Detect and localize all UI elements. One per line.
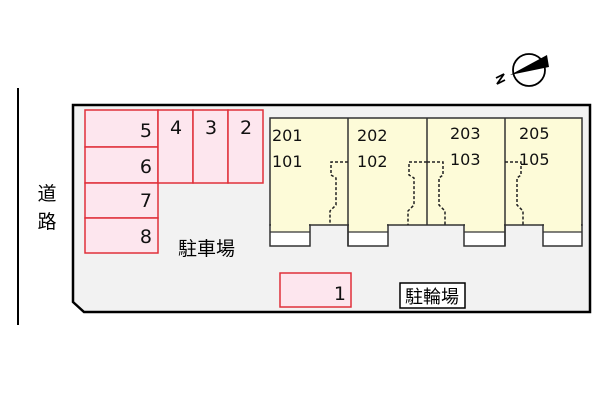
bicycle-parking-label: 駐輪場 — [405, 287, 459, 308]
unit-upper-2: 202 — [357, 126, 388, 145]
north-label — [495, 73, 506, 85]
parking-space-1 — [279, 272, 352, 308]
bicycle-parking-box — [399, 282, 466, 309]
unit-lower-4: 105 — [519, 150, 550, 169]
parking-label-1: 1 — [334, 283, 346, 305]
unit-upper-4: 205 — [519, 124, 550, 143]
parking-label-5: 5 — [140, 120, 152, 142]
unit-lower-1: 101 — [272, 152, 303, 171]
unit-lower-2: 102 — [357, 152, 388, 171]
building — [269, 117, 583, 247]
parking-label-3: 3 — [205, 117, 217, 139]
north-arrow-icon — [495, 53, 549, 87]
parking-label-4: 4 — [170, 117, 182, 139]
parking-label-7: 7 — [140, 190, 152, 212]
parking-space-8 — [84, 217, 159, 254]
parking-label-2: 2 — [240, 117, 252, 139]
unit-upper-1: 201 — [272, 126, 303, 145]
parking-space-2 — [227, 109, 264, 184]
unit-upper-3: 203 — [450, 124, 481, 143]
building-body — [269, 117, 583, 226]
parking-space-5 — [84, 109, 159, 148]
parking-label-8: 8 — [140, 226, 152, 248]
interior-stair-lines — [329, 161, 524, 225]
unit-lower-3: 103 — [450, 150, 481, 169]
parking-space-6 — [84, 146, 159, 184]
parking-spaces — [84, 109, 352, 308]
parking-area-label: 駐車場 — [178, 238, 235, 260]
road-label-1: 道 — [37, 183, 56, 205]
parking-label-6: 6 — [140, 156, 152, 178]
road-label-2: 路 — [37, 211, 56, 233]
